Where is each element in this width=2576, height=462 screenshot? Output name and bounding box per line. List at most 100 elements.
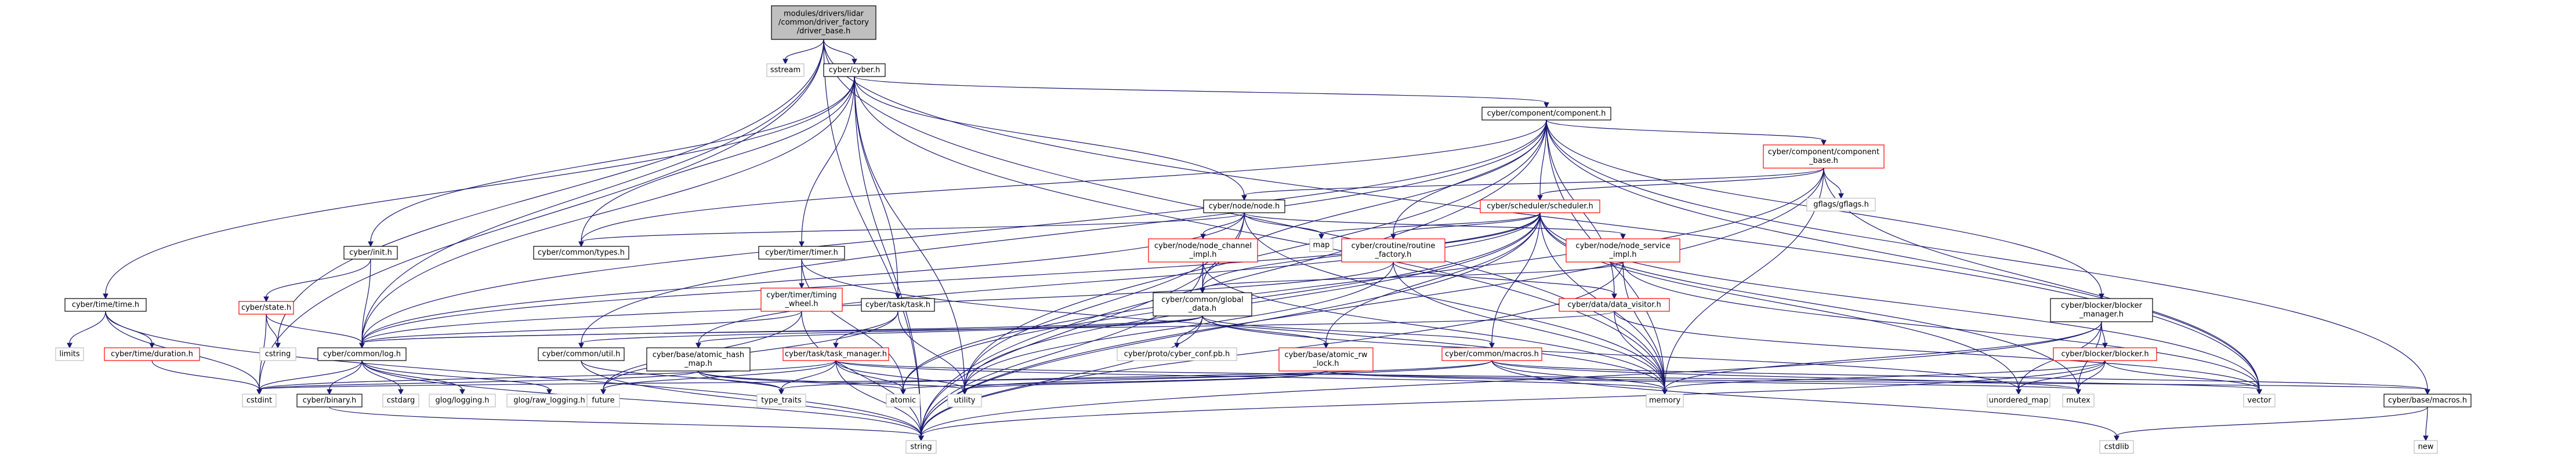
edge-atomic_rw_lock_h-to-macros_base_h	[1325, 370, 2430, 395]
node-box	[886, 394, 921, 408]
edge-root-to-cyber_h	[823, 39, 857, 65]
edge-arrowhead	[1537, 195, 1543, 201]
node-data-visitor-h[interactable]: cyber/data/data_visitor.h	[1559, 298, 1670, 312]
edge-line	[1614, 311, 2260, 390]
node-binary-h[interactable]: cyber/binary.h	[296, 394, 363, 408]
node-box	[538, 347, 625, 361]
node-cstdlib: cstdlib	[2099, 440, 2134, 454]
node-macros-base-h[interactable]: cyber/base/macros.h	[2383, 394, 2472, 408]
node-node-service-impl-h[interactable]: cyber/node/node_service_impl.h	[1566, 238, 1680, 263]
edge-line	[1539, 119, 1547, 196]
edge-arrowhead	[2102, 343, 2108, 349]
node-gflags-h: gflags/gflags.h	[1806, 198, 1876, 212]
node-blocker-h[interactable]: cyber/blocker/blocker.h	[2053, 347, 2157, 361]
edge-arrowhead	[2114, 435, 2120, 442]
node-cstdint: cstdint	[242, 394, 277, 408]
edge-line	[259, 360, 363, 390]
edge-line	[259, 360, 836, 390]
node-log-h[interactable]: cyber/common/log.h	[317, 347, 407, 361]
edge-arrowhead	[1611, 293, 1617, 300]
node-label-line: type_traits	[761, 396, 802, 405]
edge-arrowhead	[275, 343, 281, 349]
edge-line	[854, 76, 1245, 196]
node-box	[771, 5, 876, 40]
edge-line	[361, 311, 1615, 344]
node-box	[823, 63, 886, 77]
edge-init_h-to-log_h	[359, 259, 371, 349]
node-label-line: cyber/base/macros.h	[2388, 396, 2467, 405]
edge-arrowhead	[782, 59, 788, 65]
edge-node_h-to-node_service_impl_h	[1244, 212, 1626, 240]
node-box	[64, 298, 147, 312]
node-label-line: cyber/node/node_service	[1575, 242, 1670, 250]
edge-arrowhead	[359, 343, 365, 349]
node-atomic-rw-lock-h[interactable]: cyber/base/atomic_rw_lock.h	[1278, 347, 1374, 372]
edge-line	[698, 315, 1203, 344]
node-label-line: cyber/data/data_visitor.h	[1567, 301, 1661, 310]
node-box	[1559, 298, 1670, 312]
node-component-base-h[interactable]: cyber/component/component_base.h	[1763, 144, 1885, 169]
node-label-line: cyber/component/component	[1768, 148, 1879, 157]
node-box	[586, 394, 620, 408]
node-atomic-hash-map-h[interactable]: cyber/base/atomic_hash_map.h	[646, 347, 751, 372]
node-limits: limits	[55, 347, 84, 361]
node-box	[2099, 440, 2134, 454]
edge-line	[823, 39, 2260, 390]
node-box	[1441, 347, 1542, 361]
node-label-line: cyber/common/util.h	[542, 350, 621, 359]
edge-line	[781, 360, 836, 390]
node-label-line: /driver_base.h	[797, 27, 851, 36]
node-box	[766, 63, 805, 77]
node-box	[317, 347, 407, 361]
edge-line	[361, 360, 401, 390]
node-global-data-h[interactable]: cyber/common/global_data.h	[1153, 292, 1252, 317]
edge-line	[785, 39, 824, 60]
edge-line	[1823, 168, 2260, 390]
node-box	[782, 347, 889, 361]
node-task-h[interactable]: cyber/task/task.h	[861, 298, 935, 312]
edge-line	[581, 119, 1547, 344]
edge-arrowhead	[1323, 343, 1329, 349]
node-routine-factory-h[interactable]: cyber/croutine/routine_factory.h	[1341, 238, 1445, 263]
node-atomic: atomic	[886, 394, 921, 408]
node-mutex: mutex	[2062, 394, 2095, 408]
edge-line	[2425, 406, 2428, 436]
edge-line	[698, 370, 782, 390]
node-time-h[interactable]: cyber/time/time.h	[64, 298, 147, 312]
node-timer-h[interactable]: cyber/timer/timer.h	[758, 246, 845, 260]
nodes-layer: modules/drivers/lidar/common/driver_fact…	[55, 5, 2472, 454]
node-root[interactable]: modules/drivers/lidar/common/driver_fact…	[771, 5, 876, 40]
node-component-h[interactable]: cyber/component/component.h	[1481, 107, 1611, 121]
node-task-manager-h[interactable]: cyber/task/task_manager.h	[782, 347, 889, 361]
edge-arrowhead	[2256, 389, 2262, 395]
node-scheduler-h[interactable]: cyber/scheduler/scheduler.h	[1480, 199, 1600, 213]
edge-log_h-to-glog_logging_h	[361, 360, 465, 395]
node-macros-common-h[interactable]: cyber/common/macros.h	[1441, 347, 1542, 361]
edge-line	[266, 314, 363, 344]
node-cstdarg: cstdarg	[382, 394, 419, 408]
edge-line	[361, 119, 1547, 344]
node-duration-h[interactable]: cyber/time/duration.h	[104, 347, 200, 361]
node-util-h[interactable]: cyber/common/util.h	[538, 347, 625, 361]
edge-line	[921, 168, 1824, 436]
node-timing-wheel-h[interactable]: cyber/timer/timing_wheel.h	[760, 288, 843, 312]
node-blocker-manager-h[interactable]: cyber/blocker/blocker_manager.h	[2050, 298, 2153, 322]
edge-line	[1546, 119, 2428, 390]
node-init-h[interactable]: cyber/init.h	[343, 246, 398, 260]
node-box	[1566, 238, 1680, 263]
edge-line	[329, 360, 363, 390]
edge-log_h-to-glog_raw_logging_h	[361, 360, 552, 395]
node-state-h[interactable]: cyber/state.h	[238, 301, 294, 315]
edge-time_h-to-limits	[67, 311, 106, 349]
edge-line	[854, 76, 965, 390]
node-node-h[interactable]: cyber/node/node.h	[1203, 199, 1285, 213]
node-box	[756, 394, 806, 408]
edge-component_base_h-to-node_h	[1241, 168, 1824, 201]
edge-macros_base_h-to-new	[2423, 406, 2429, 442]
node-types-h[interactable]: cyber/common/types.h	[533, 246, 629, 260]
node-cyber-h[interactable]: cyber/cyber.h	[823, 63, 886, 77]
edge-line	[781, 360, 1492, 390]
node-node-channel-impl-h[interactable]: cyber/node/node_channel_impl.h	[1148, 238, 1258, 263]
edge-line	[581, 360, 782, 390]
node-memory: memory	[1646, 394, 1684, 408]
